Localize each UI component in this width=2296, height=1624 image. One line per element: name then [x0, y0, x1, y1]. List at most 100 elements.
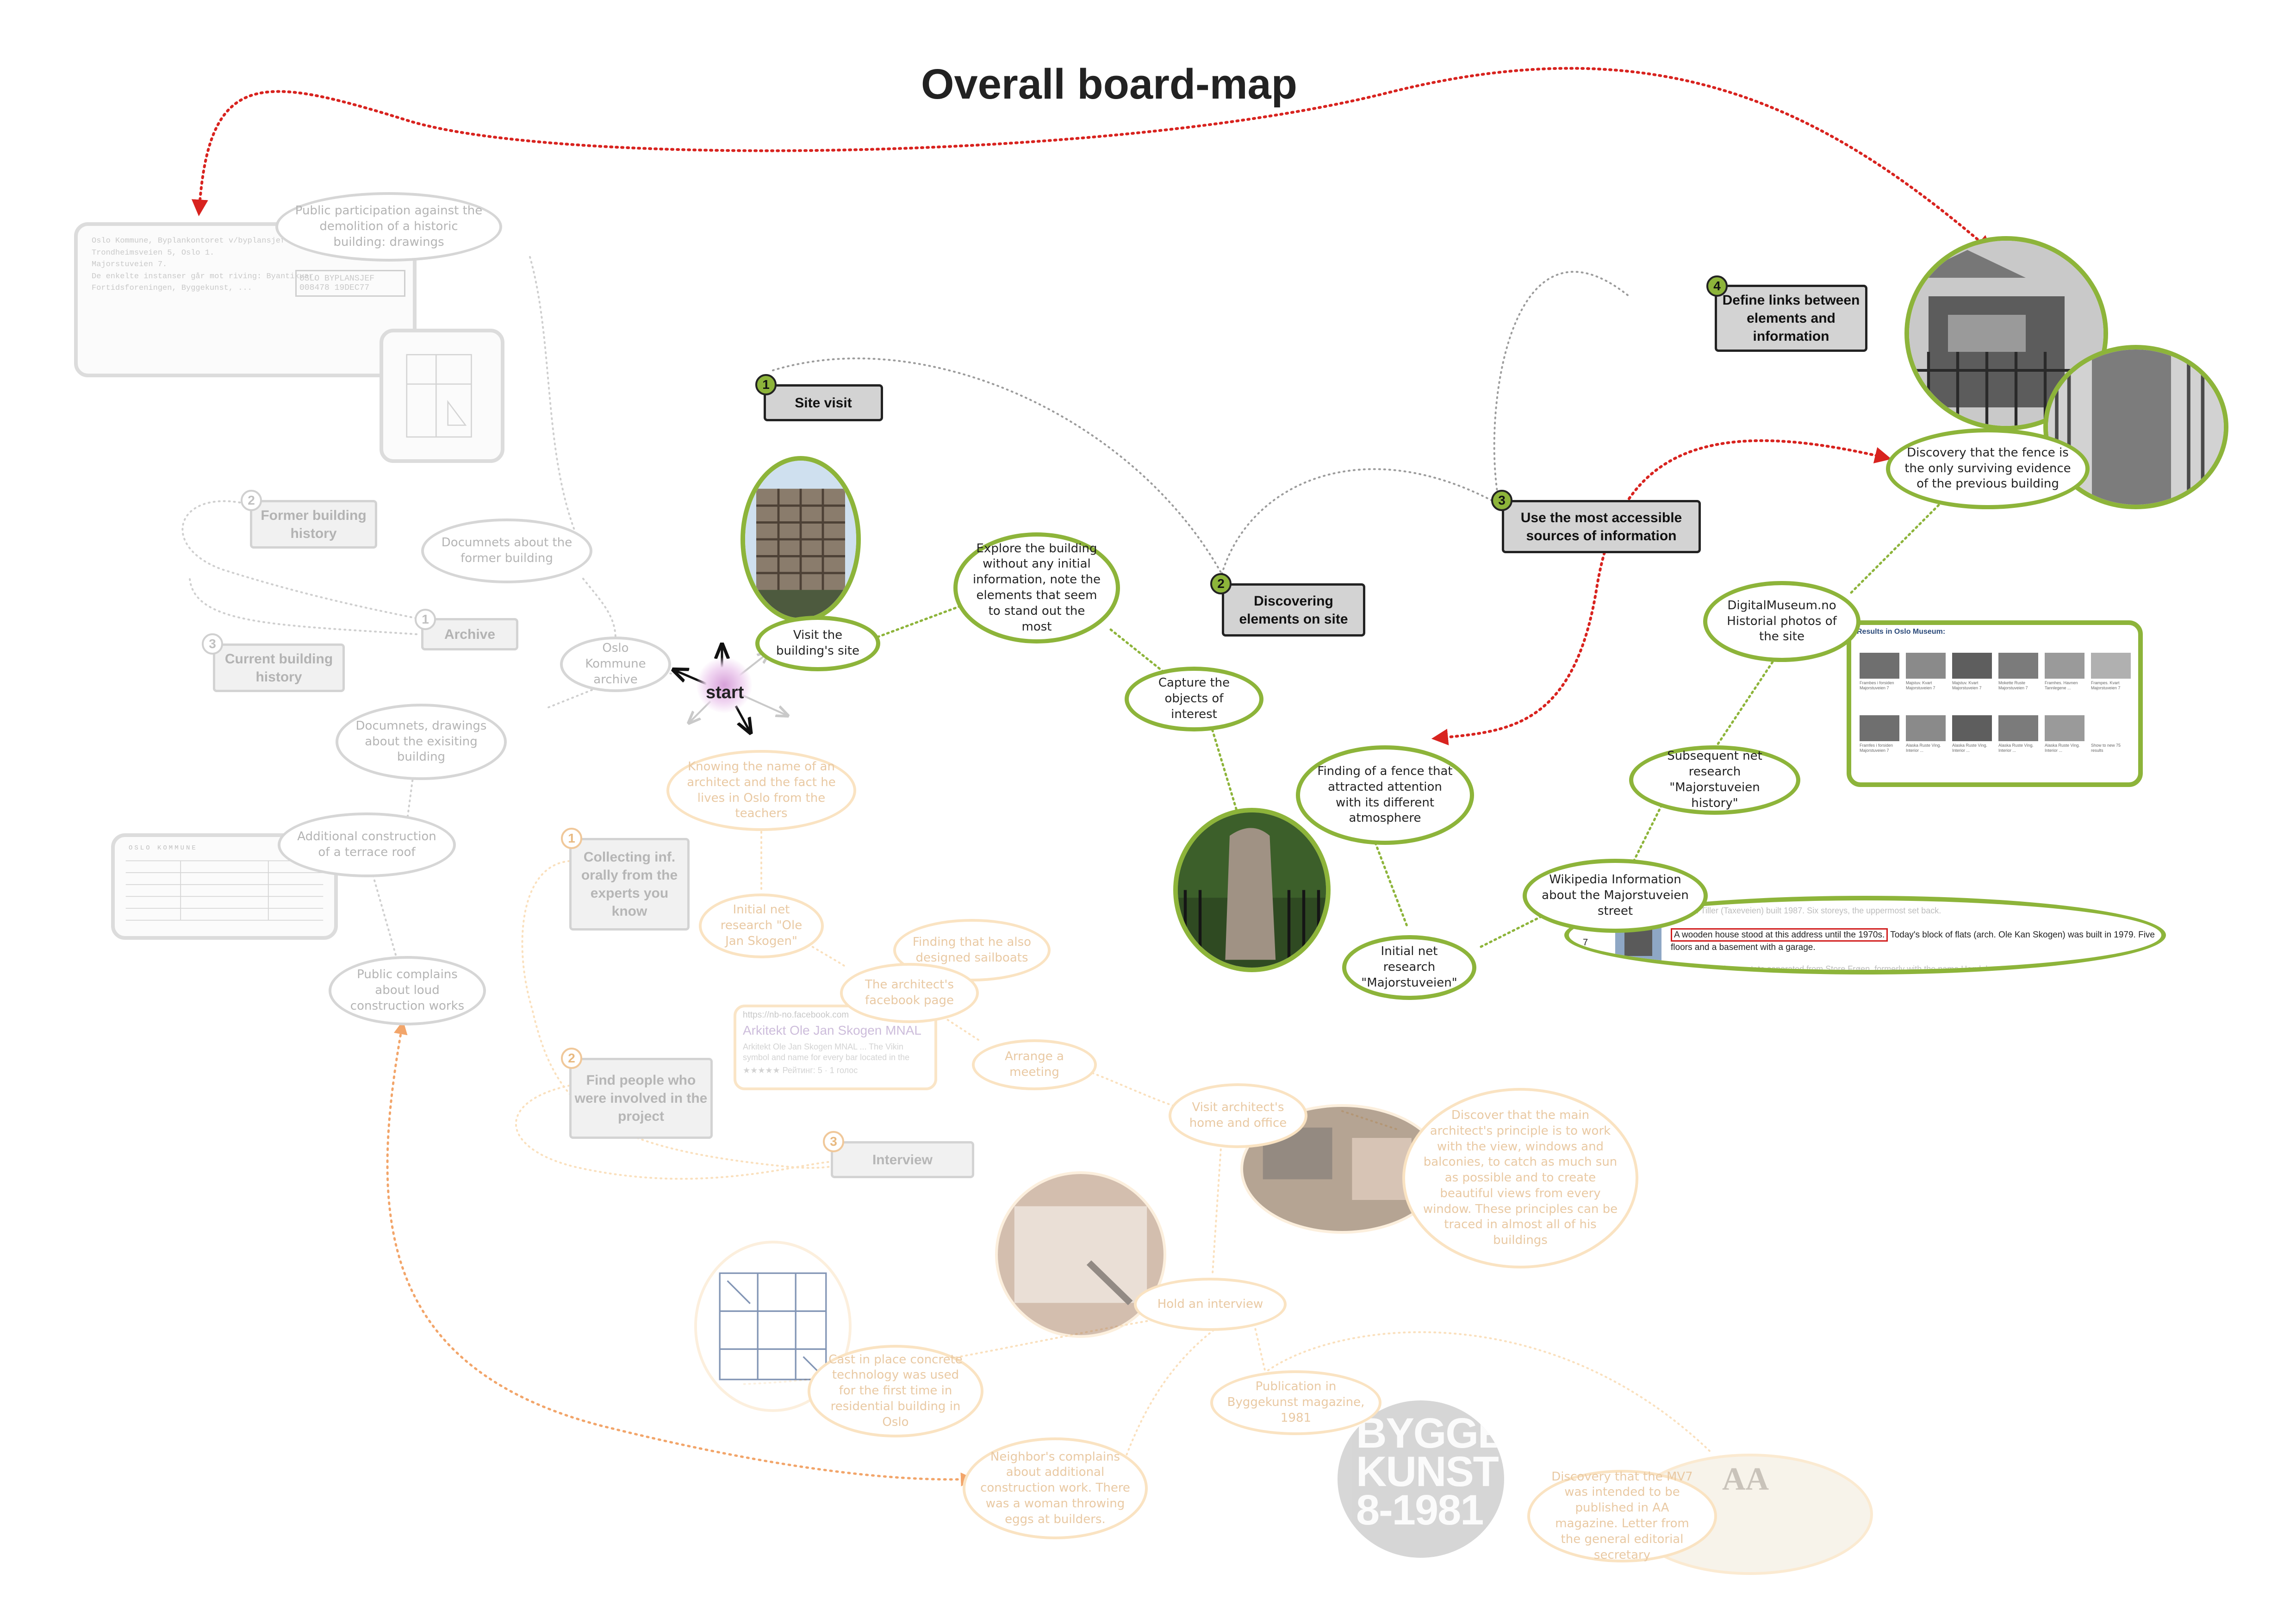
node-label: Hold an interview	[1157, 1297, 1263, 1312]
step-collecting-oral[interactable]: Collecting inf. orally from the experts …	[569, 838, 690, 931]
step-label: Site visit	[795, 394, 852, 412]
node-documents-former[interactable]: Documnets about the former building	[421, 518, 592, 583]
museum-thumb-image[interactable]	[1860, 653, 1899, 679]
step-number-badge: 4	[1706, 275, 1728, 297]
node-label: Cast in place concrete technology was us…	[824, 1352, 967, 1430]
wiki-text: A wooden house stood at this address unt…	[1671, 929, 2157, 954]
node-label: Public complains about loud construction…	[345, 967, 469, 1014]
node-capture-objects[interactable]: Capture the objects of interest	[1125, 667, 1263, 731]
step-discovering-elements[interactable]: Discovering elements on site	[1222, 583, 1365, 637]
museum-thumb-image[interactable]	[1998, 653, 2038, 679]
museum-thumb-caption: Alaska Ruste Ving. Interior ...	[1906, 743, 1946, 753]
node-neighbor-complaints[interactable]: Neighbor's complains about additional co…	[963, 1437, 1148, 1539]
wiki-row-number: 7	[1583, 937, 1588, 948]
drawing-sketch	[383, 332, 501, 459]
fb-description: Arkitekt Ole Jan Skogen MNAL ... The Vik…	[743, 1042, 928, 1063]
node-visit-site[interactable]: Visit the building's site	[755, 616, 880, 671]
aa-logo: AA	[1722, 1461, 1769, 1498]
step-interview[interactable]: Interview	[831, 1141, 974, 1178]
node-digitalmuseum[interactable]: DigitalMuseum.no Historial photos of the…	[1703, 581, 1860, 662]
step-find-people[interactable]: Find people who were involved in the pro…	[569, 1058, 713, 1139]
node-label: DigitalMuseum.no Historial photos of the…	[1721, 598, 1842, 645]
node-label: Subsequent net research "Majorstuveien h…	[1647, 749, 1782, 811]
fb-heading[interactable]: Arkitekt Ole Jan Skogen MNAL	[743, 1023, 928, 1038]
node-initial-net-skogen[interactable]: Initial net research "Ole Jan Skogen"	[699, 893, 824, 958]
node-public-participation[interactable]: Public participation against the demolit…	[275, 192, 502, 262]
node-label: Initial net research "Majorstuveien"	[1360, 944, 1458, 991]
node-fence-finding[interactable]: Finding of a fence that attracted attent…	[1296, 745, 1474, 845]
node-documents-existing[interactable]: Documnets, drawings about the exisiting …	[336, 704, 507, 780]
museum-thumb-caption: Framfes i forsiden Majorstuveien 7	[1860, 743, 1899, 753]
museum-thumb-image[interactable]	[2091, 653, 2131, 679]
museum-thumb-caption: Alaska Ruste Ving. Interior ...	[1998, 743, 2038, 753]
museum-thumb-caption: Frampes. Kvart Majorstuveien 7	[2091, 681, 2131, 691]
form-header: OSLO KOMMUNE	[129, 844, 198, 852]
node-discovery-fence[interactable]: Discovery that the fence is the only sur…	[1886, 428, 2090, 509]
node-concrete-technology[interactable]: Cast in place concrete technology was us…	[808, 1345, 983, 1437]
museum-thumb-image[interactable]	[2045, 715, 2084, 741]
node-label: Public participation against the demolit…	[292, 203, 485, 250]
node-label: Neighbor's complains about additional co…	[979, 1449, 1131, 1528]
node-label: The architect's facebook page	[857, 977, 962, 1009]
node-byggekunst-publication[interactable]: Publication in Byggekunst magazine, 1981	[1210, 1370, 1381, 1435]
museum-thumb-image[interactable]	[1998, 715, 2038, 741]
step-site-visit[interactable]: Site visit	[764, 384, 883, 421]
step-label: Discovering elements on site	[1224, 592, 1363, 628]
museum-thumb-image[interactable]	[2045, 653, 2084, 679]
node-visit-home-office[interactable]: Visit architect's home and office	[1169, 1083, 1307, 1148]
step-label: Collecting inf. orally from the experts …	[572, 848, 687, 920]
node-wikipedia[interactable]: Wikipedia Information about the Majorstu…	[1523, 859, 1708, 933]
museum-thumb-image[interactable]	[1952, 653, 1992, 679]
step-current-building[interactable]: Current building history	[213, 643, 345, 692]
museum-thumb-caption: Majstuv. Kvart Majorstuveien 7	[1906, 681, 1946, 691]
node-public-complaints[interactable]: Public complains about loud construction…	[329, 956, 486, 1025]
node-arrange-meeting[interactable]: Arrange a meeting	[972, 1039, 1097, 1090]
node-label: Knowing the name of an architect and the…	[683, 759, 840, 822]
node-label: Publication in Byggekunst magazine, 1981	[1227, 1379, 1365, 1426]
museum-thumb-image[interactable]	[1860, 715, 1899, 741]
step-label: Define links between elements and inform…	[1717, 291, 1865, 345]
museum-thumb-caption: Alaska Ruste Ving. Interior ...	[1952, 743, 1992, 753]
node-oslo-archive[interactable]: Oslo Kommune archive	[560, 637, 671, 692]
start-label: start	[706, 683, 744, 703]
step-archive[interactable]: Archive	[421, 618, 518, 650]
node-label: Finding of a fence that attracted attent…	[1314, 764, 1456, 826]
step-number-badge: 1	[415, 609, 436, 630]
node-label: Explore the building without any initial…	[971, 541, 1102, 635]
fb-rating: ★★★★★ Рейтинг: 5 · 1 голос	[743, 1065, 928, 1076]
node-aa-discovery[interactable]: Discovery that the MV7 was intended to b…	[1527, 1470, 1717, 1562]
node-hold-interview[interactable]: Hold an interview	[1134, 1278, 1287, 1331]
museum-thumb-image[interactable]	[2091, 715, 2131, 741]
node-label: Initial net research "Ole Jan Skogen"	[716, 902, 807, 949]
step-accessible-sources[interactable]: Use the most accessible sources of infor…	[1502, 500, 1701, 553]
node-subsequent-net-research[interactable]: Subsequent net research "Majorstuveien h…	[1629, 745, 1800, 815]
node-label: Finding that he also designed sailboats	[910, 935, 1034, 966]
node-explore-building[interactable]: Explore the building without any initial…	[953, 532, 1120, 643]
step-number-badge: 1	[755, 374, 777, 395]
museum-results-card[interactable]: Results in Oslo Museum: Frambes i forsid…	[1847, 620, 2143, 787]
archive-drawing-document	[380, 329, 504, 463]
step-former-building[interactable]: Former building history	[250, 500, 377, 549]
step-label: Find people who were involved in the pro…	[572, 1071, 710, 1125]
wiki-highlight: A wooden house stood at this address unt…	[1671, 928, 1888, 942]
museum-thumb-caption: Frambes i forsiden Majorstuveien 7	[1860, 681, 1899, 691]
node-terrace-roof[interactable]: Additional construction of a terrace roo…	[278, 812, 456, 877]
node-knowing-architect[interactable]: Knowing the name of an architect and the…	[666, 750, 856, 831]
node-label: Discover that the main architect's princ…	[1419, 1108, 1622, 1249]
node-facebook-page[interactable]: The architect's facebook page	[840, 963, 979, 1023]
museum-thumb-caption: Framhes. Havnen Tannlegene ...	[2045, 681, 2084, 691]
node-label: Visit architect's home and office	[1185, 1100, 1291, 1131]
step-number-badge: 3	[823, 1131, 844, 1152]
node-principles[interactable]: Discover that the main architect's princ…	[1402, 1088, 1638, 1268]
museum-thumb-image[interactable]	[1906, 653, 1946, 679]
museum-thumb-image[interactable]	[1952, 715, 1992, 741]
step-define-links[interactable]: Define links between elements and inform…	[1715, 285, 1867, 352]
letter-stamp: OSLO BYPLANSJEF 008478 19DEC77	[295, 270, 405, 297]
building-photo-image	[745, 461, 856, 618]
museum-thumb-caption: Mokette Ruste Majorstuveien 7	[1998, 681, 2038, 691]
fence-stone-photo	[1173, 808, 1331, 972]
step-number-badge: 2	[561, 1048, 582, 1069]
node-initial-net-research[interactable]: Initial net research "Majorstuveien"	[1342, 935, 1476, 1000]
museum-thumb-image[interactable]	[1906, 715, 1946, 741]
byggekunst-title: BYGGE KUNST 8-1981	[1356, 1414, 1504, 1529]
